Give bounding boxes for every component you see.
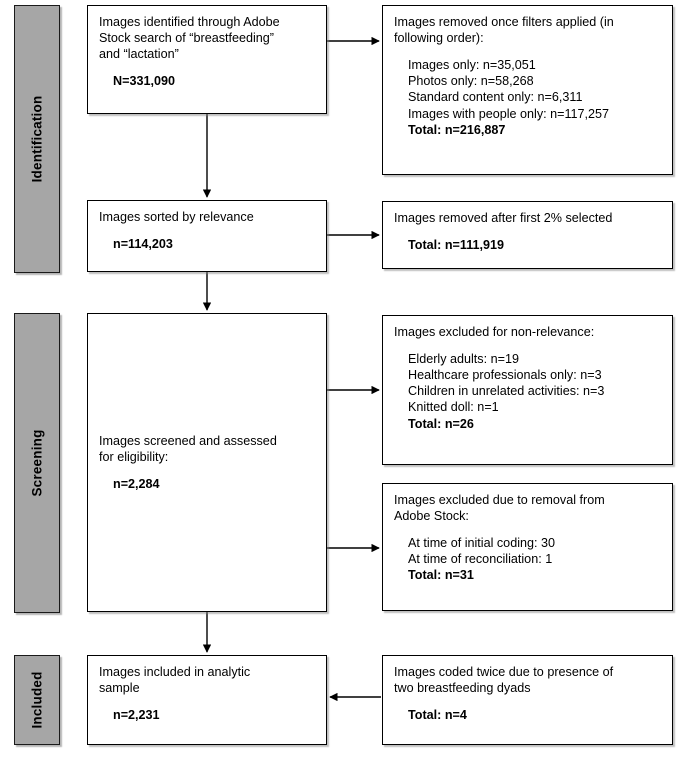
box-text-line: Images removed after first 2% selected xyxy=(394,211,613,225)
images-included-box: Images included in analytic sample n=2,231 xyxy=(87,655,327,745)
spacer xyxy=(394,524,662,535)
box-text-line: Total: n=31 xyxy=(408,568,474,583)
images-removed-filters-box: Images removed once filters applied (in f… xyxy=(382,5,673,175)
box-text-line: Total: n=4 xyxy=(408,708,467,723)
box-text-line: N=331,090 xyxy=(113,74,175,89)
box-text-line: sample xyxy=(99,681,140,696)
spacer xyxy=(99,225,316,236)
spacer xyxy=(394,226,662,237)
box-text-line: Total: n=216,887 xyxy=(408,122,506,137)
box-text-line: Total: n=111,919 xyxy=(408,238,505,253)
box-text-line: Images with people only: n=117,257 xyxy=(408,106,610,121)
box-text-line: Healthcare professionals only: n=3 xyxy=(408,368,602,383)
spacer xyxy=(394,340,662,351)
stage-label-identification: Identification xyxy=(29,95,45,183)
stage-bar-included: Included xyxy=(14,655,60,745)
box-text-line: Images excluded for non-relevance: xyxy=(394,325,595,339)
spacer xyxy=(394,46,662,57)
box-text-line: Images sorted by relevance xyxy=(99,210,254,224)
box-text-line: Elderly adults: n=19 xyxy=(408,352,519,367)
box-text-line: for eligibility: xyxy=(99,449,169,464)
box-text-line: n=114,203 xyxy=(113,237,173,252)
box-text-line: n=2,231 xyxy=(113,708,160,723)
stage-label-screening: Screening xyxy=(29,429,45,497)
images-coded-twice-box: Images coded twice due to presence of two… xyxy=(382,655,673,745)
box-text-line: Adobe Stock: xyxy=(394,509,469,524)
box-text-line: two breastfeeding dyads xyxy=(394,681,531,696)
box-text-line: Total: n=26 xyxy=(408,416,474,431)
spacer xyxy=(394,696,662,707)
box-text-line: Images screened and assessed xyxy=(99,433,277,448)
box-text-line: Images removed once filters applied (in xyxy=(394,15,614,29)
box-text-line: Images included in analytic xyxy=(99,665,251,679)
images-excluded-non-relevance-box: Images excluded for non-relevance: Elderl… xyxy=(382,315,673,465)
box-text-line: and “lactation” xyxy=(99,47,179,62)
box-text-line: Images coded twice due to presence of xyxy=(394,665,614,679)
box-text-line: Knitted doll: n=1 xyxy=(408,400,499,415)
box-text-line: Images excluded due to removal from xyxy=(394,493,605,507)
box-text-line: Photos only: n=58,268 xyxy=(408,74,534,89)
box-text-line: At time of reconciliation: 1 xyxy=(408,552,553,567)
box-text-line: n=2,284 xyxy=(113,477,160,492)
stage-bar-screening: Screening xyxy=(14,313,60,613)
box-text-line: Standard content only: n=6,311 xyxy=(408,90,583,105)
spacer xyxy=(99,465,316,476)
box-text-line: Stock search of “breastfeeding” xyxy=(99,31,275,46)
stage-label-included: Included xyxy=(29,671,45,729)
box-text-line: Children in unrelated activities: n=3 xyxy=(408,384,605,399)
stage-bar-identification: Identification xyxy=(14,5,60,273)
box-text-line: following order): xyxy=(394,31,484,46)
box-text-line: Images identified through Adobe xyxy=(99,15,280,29)
images-sorted-box: Images sorted by relevance n=114,203 xyxy=(87,200,327,272)
box-text-line: Images only: n=35,051 xyxy=(408,58,536,73)
box-text-line: At time of initial coding: 30 xyxy=(408,536,556,551)
spacer xyxy=(99,62,316,73)
spacer xyxy=(99,696,316,707)
